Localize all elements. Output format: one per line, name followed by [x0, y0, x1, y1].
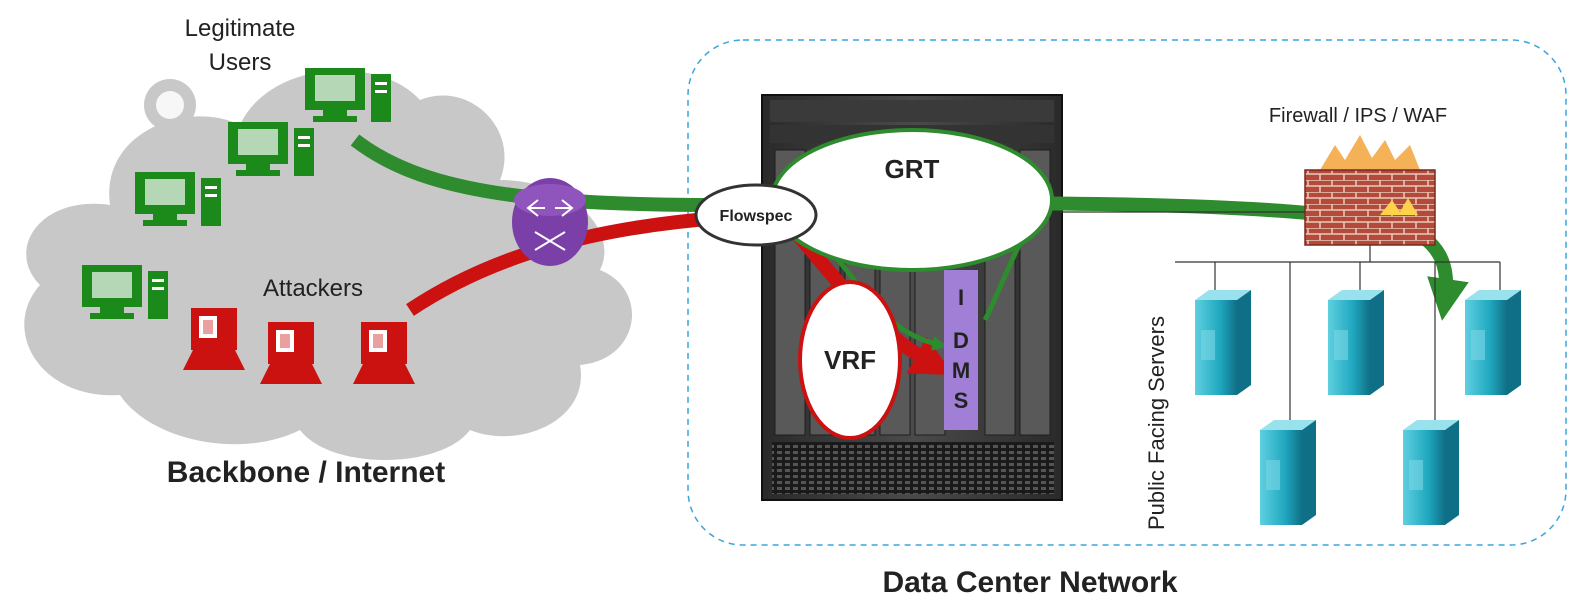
firewall-label: Firewall / IPS / WAF	[1269, 105, 1447, 127]
grt-label: GRT	[885, 154, 940, 184]
legitimate-users-label-line2: Users	[209, 49, 272, 76]
legitimate-computer-icon	[305, 68, 391, 122]
attacker-computer-icon	[183, 308, 245, 370]
data-center-label: Data Center Network	[882, 566, 1177, 599]
vrf-label: VRF	[824, 345, 876, 375]
idms-letters: I D M S	[952, 285, 970, 413]
attackers-label: Attackers	[263, 275, 363, 302]
idms-letter-4: S	[954, 388, 969, 413]
internet-cloud	[24, 70, 633, 461]
server-icon	[1465, 290, 1521, 395]
legitimate-computer-icon	[228, 122, 314, 176]
flowspec-label: Flowspec	[720, 208, 793, 225]
vrf-ellipse	[798, 280, 902, 440]
legitimate-computer-icon	[135, 172, 221, 226]
server-icon	[1328, 290, 1384, 395]
public-facing-servers-label: Public Facing Servers	[1144, 316, 1169, 530]
idms-module	[944, 270, 978, 430]
router-icon	[512, 178, 588, 266]
legitimate-computer-icon	[82, 265, 168, 319]
server-icon	[1195, 290, 1251, 395]
flowspec-ellipse	[694, 183, 818, 247]
server-tree	[1060, 211, 1501, 420]
attacker-computer-icon	[260, 322, 322, 384]
idms-letter-3: M	[952, 358, 970, 383]
attacker-computer-icon	[353, 322, 415, 384]
grt-ellipse	[770, 128, 1054, 272]
server-icon	[1260, 420, 1316, 525]
backbone-label: Backbone / Internet	[167, 456, 445, 489]
idms-letter-2: D	[953, 328, 969, 353]
legitimate-users-label-line1: Legitimate	[185, 15, 296, 42]
firewall-icon	[1304, 135, 1436, 246]
data-center-boundary	[687, 39, 1567, 546]
server-icon	[1403, 420, 1459, 525]
idms-letter-1: I	[958, 285, 964, 310]
